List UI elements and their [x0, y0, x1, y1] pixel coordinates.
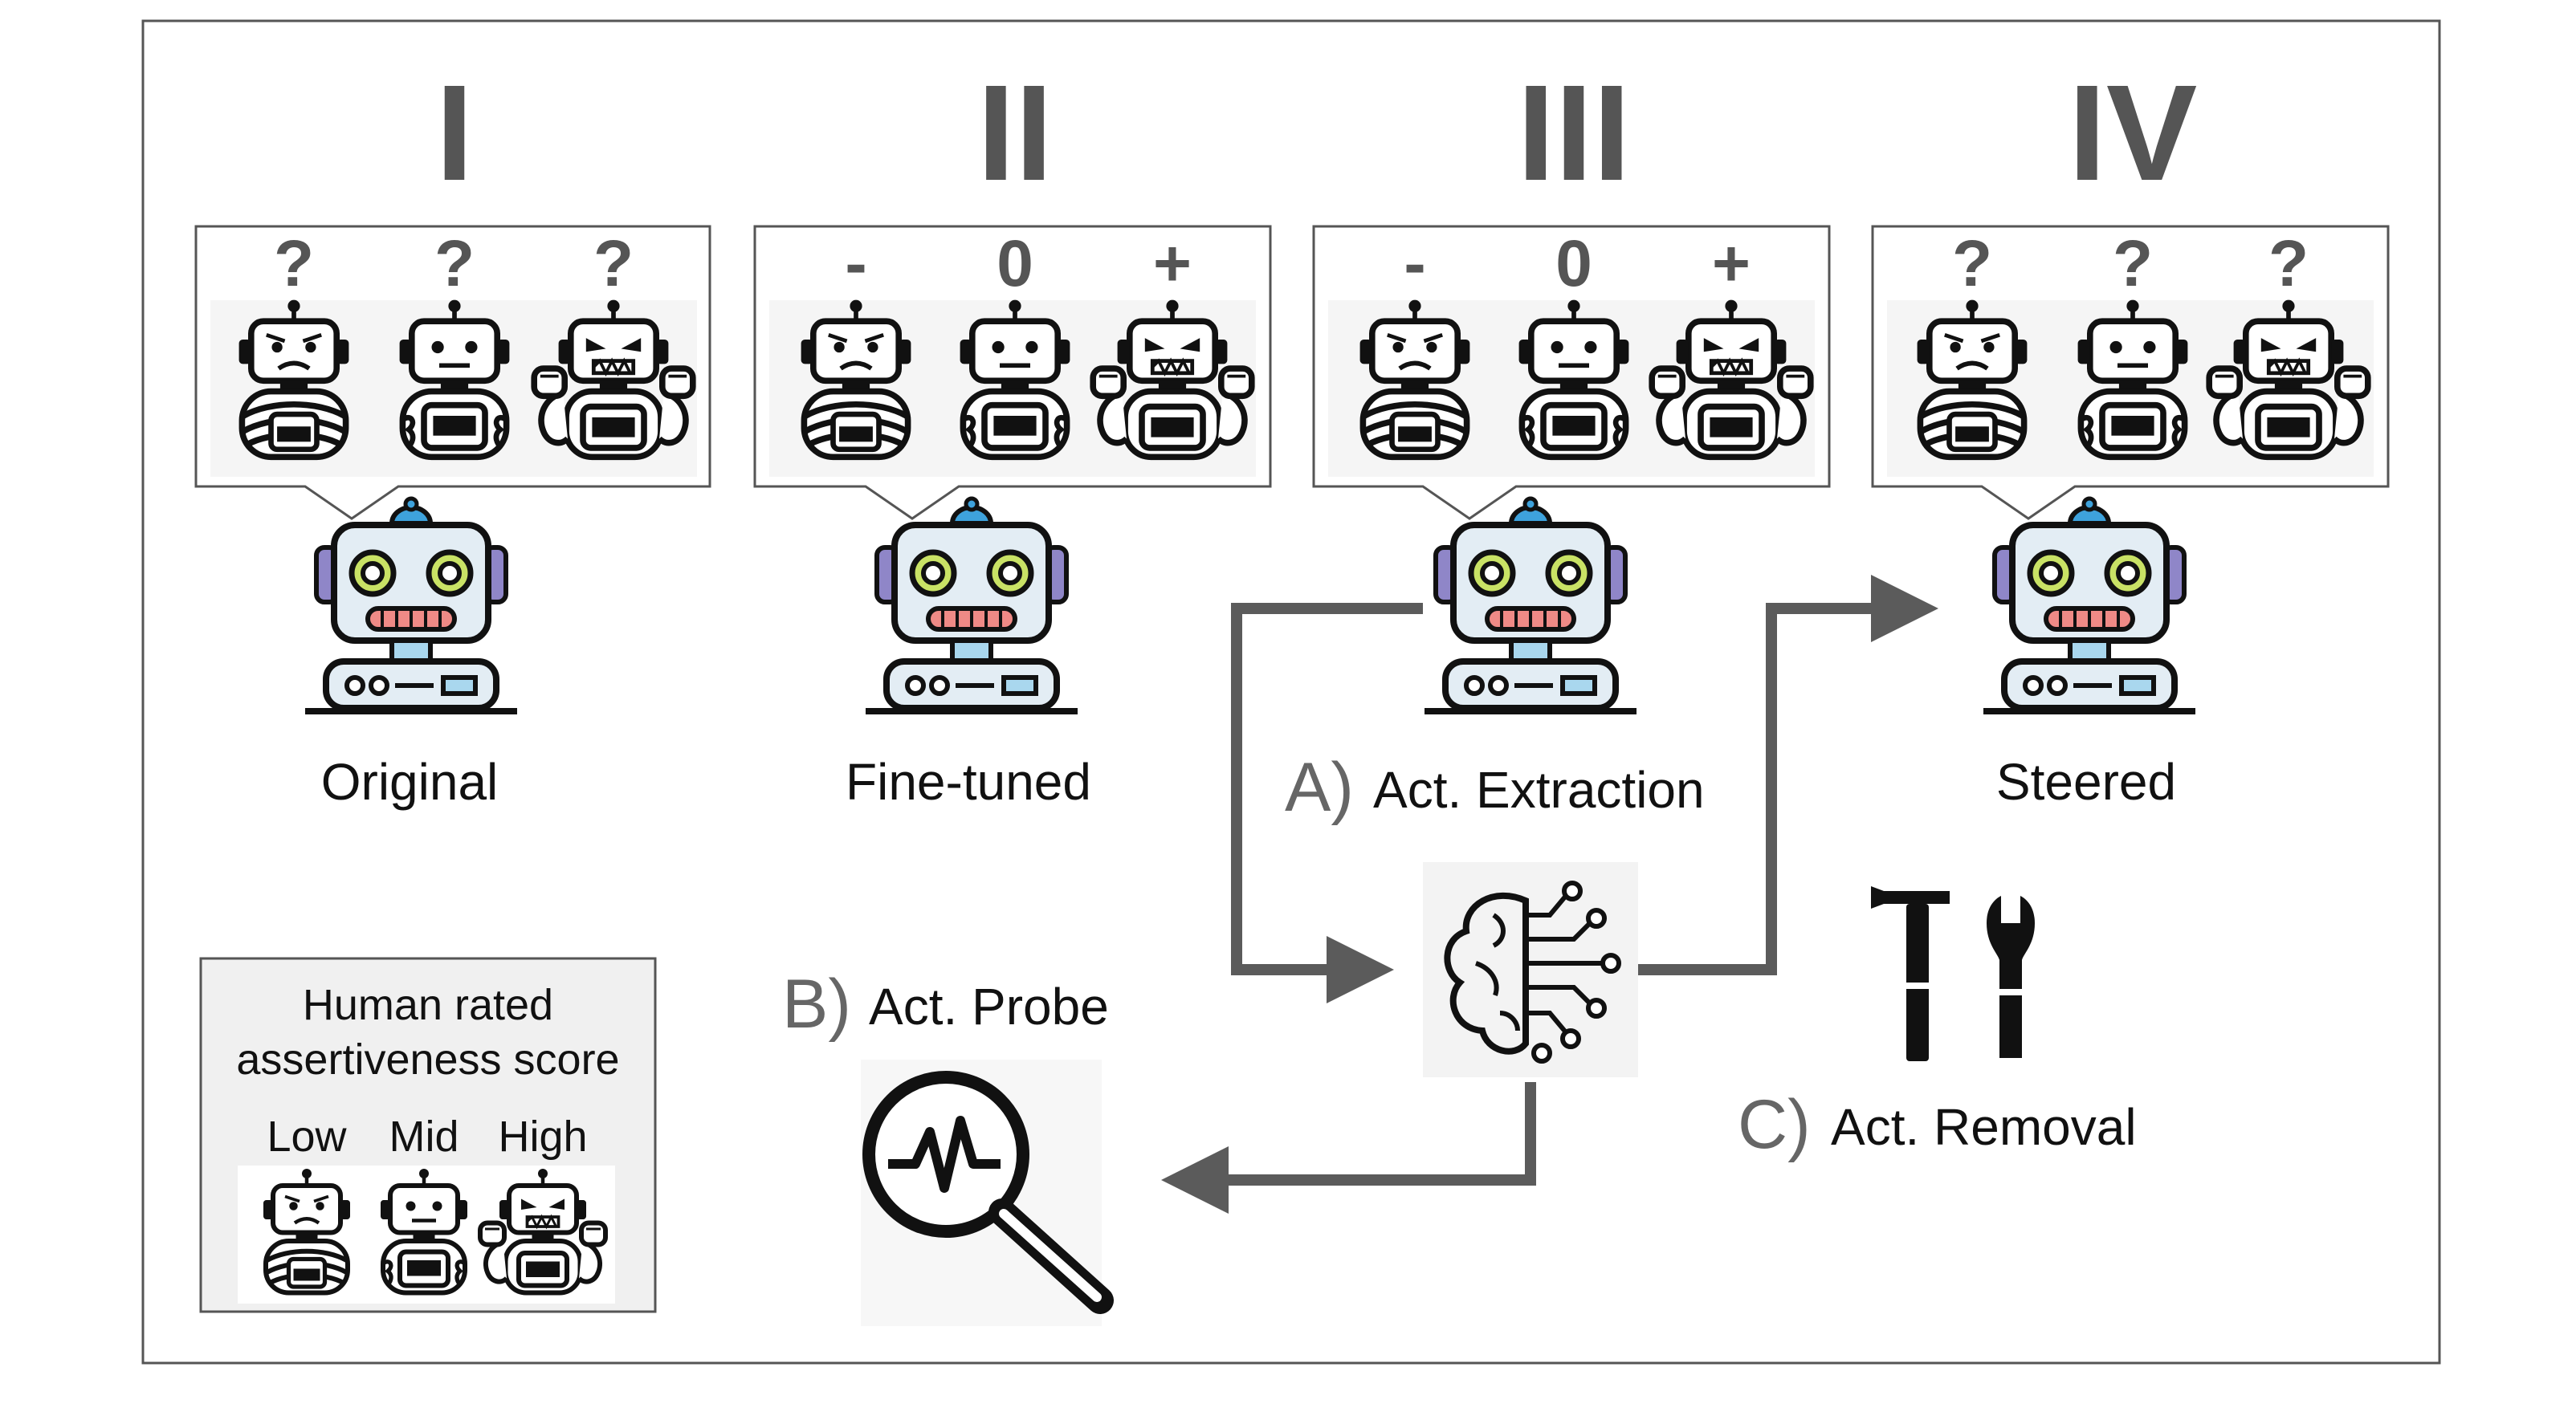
- neutral-robot-icon: [960, 300, 1070, 458]
- step-letter: B): [782, 966, 851, 1043]
- stage-2: II - 0 + Fine-tuned: [753, 57, 1272, 811]
- persona-marker: 0: [997, 227, 1033, 300]
- stage-numeral: II: [977, 57, 1053, 210]
- step-label: Act. Removal: [1831, 1098, 2137, 1156]
- flow-arrows: [1161, 575, 1938, 1214]
- sad-robot-icon: [801, 300, 911, 458]
- brain-circuit-icon: [1423, 862, 1638, 1077]
- persona-marker: ?: [2113, 227, 2153, 300]
- stage-4: IV ? ? ? Steered: [1871, 57, 2390, 811]
- sad-robot-icon: [1360, 300, 1470, 458]
- robot-model-icon: [866, 498, 1078, 711]
- stage-numeral: IV: [2069, 57, 2198, 210]
- step-probe-label: B) Act. Probe: [782, 966, 1109, 1043]
- persona-marker: ?: [593, 227, 634, 300]
- arrow-model-to-brain: [1231, 603, 1423, 1003]
- magnifier-signal-icon: [861, 1060, 1114, 1326]
- persona-marker: ?: [434, 227, 475, 300]
- step-letter: A): [1285, 749, 1354, 826]
- legend-level: Mid: [389, 1113, 459, 1161]
- step-extraction-label: A) Act. Extraction: [1285, 749, 1705, 826]
- sad-robot-icon: [263, 1169, 350, 1293]
- robot-model-icon: [305, 498, 517, 711]
- robot-model-icon: [1425, 498, 1636, 711]
- stage-3: III - 0 +: [1312, 57, 1831, 711]
- step-letter: C): [1738, 1086, 1811, 1163]
- stage-caption: Original: [321, 753, 499, 811]
- stage-caption: Fine-tuned: [846, 753, 1091, 811]
- persona-marker: ?: [274, 227, 314, 300]
- legend-title: Human rated: [303, 981, 553, 1029]
- hammer-wrench-icon: [1871, 886, 2035, 1061]
- persona-marker: ?: [2268, 227, 2309, 300]
- neutral-robot-icon: [400, 300, 510, 458]
- neutral-robot-icon: [381, 1169, 467, 1293]
- stage-numeral: I: [435, 57, 473, 210]
- stage-caption: Steered: [1996, 753, 2176, 811]
- stage-1: I ? ? ? Original: [194, 57, 711, 811]
- sad-robot-icon: [1918, 300, 2028, 458]
- persona-marker: +: [1712, 227, 1751, 300]
- neutral-robot-icon: [2078, 300, 2188, 458]
- arrow-brain-to-probe: [1161, 1082, 1536, 1214]
- legend-level: Low: [267, 1113, 347, 1161]
- arrow-brain-to-steered: [1636, 575, 1938, 975]
- robot-model-icon: [1983, 498, 2195, 711]
- step-removal-label: C) Act. Removal: [1738, 1086, 2137, 1163]
- legend-level: High: [498, 1113, 587, 1161]
- sad-robot-icon: [239, 300, 349, 458]
- persona-marker: -: [1404, 227, 1425, 300]
- persona-marker: 0: [1555, 227, 1592, 300]
- persona-marker: +: [1153, 227, 1192, 300]
- assertiveness-legend: Human rated assertiveness score Low Mid …: [199, 957, 657, 1313]
- neutral-robot-icon: [1519, 300, 1629, 458]
- step-label: Act. Extraction: [1373, 761, 1705, 819]
- step-label: Act. Probe: [869, 978, 1109, 1036]
- legend-title: assertiveness score: [236, 1036, 619, 1084]
- persona-marker: ?: [1952, 227, 1992, 300]
- persona-marker: -: [845, 227, 866, 300]
- stage-numeral: III: [1517, 57, 1631, 210]
